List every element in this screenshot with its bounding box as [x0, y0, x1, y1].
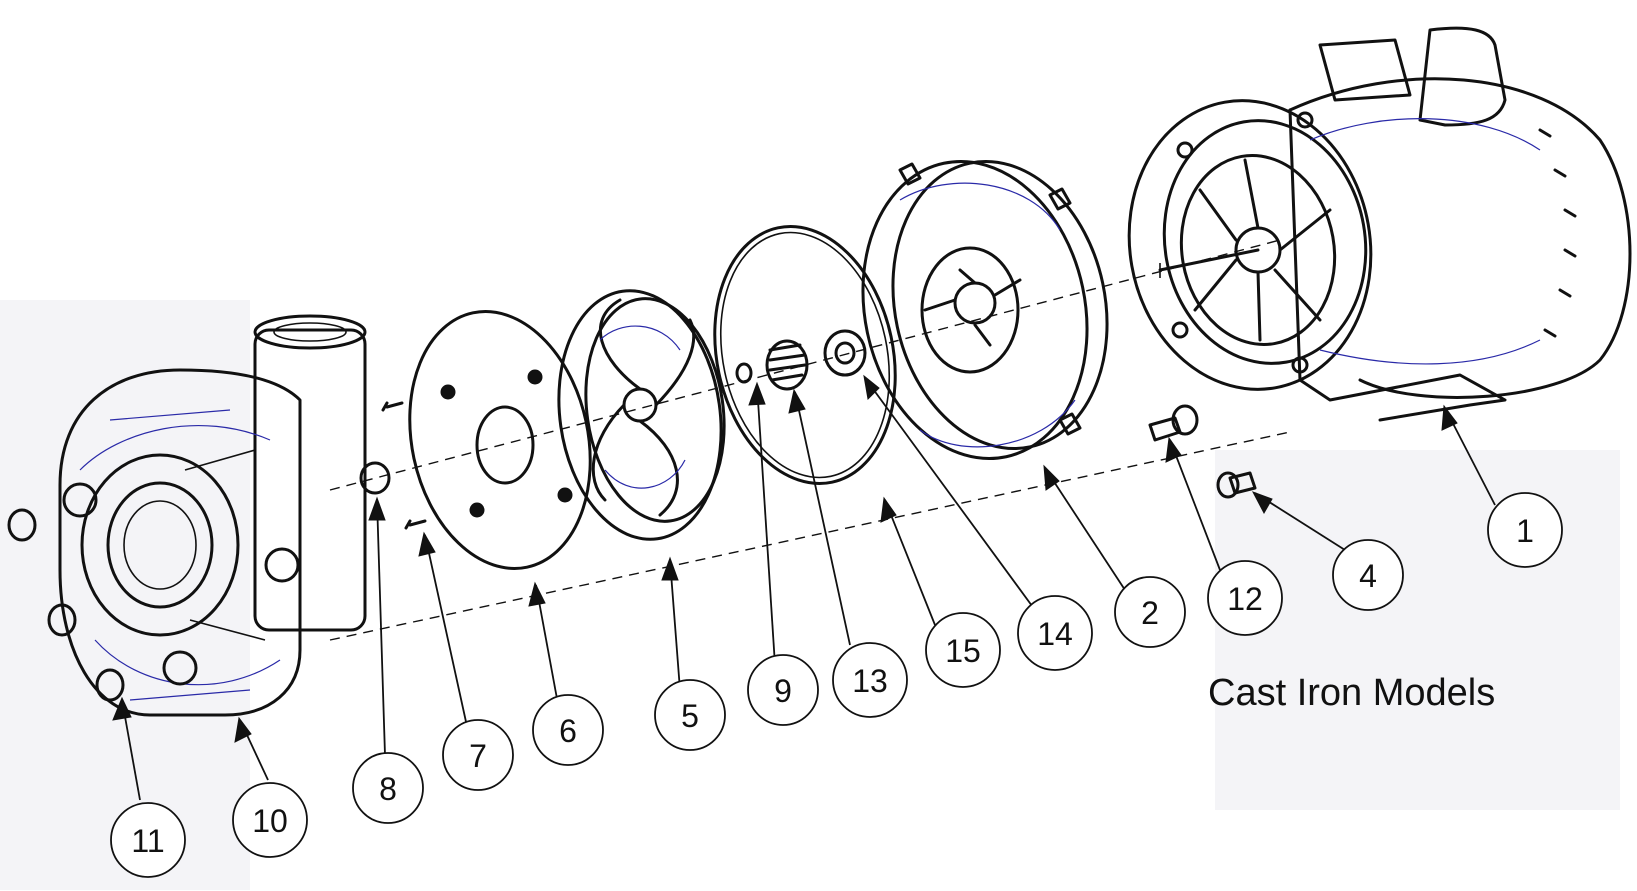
part-balloon-11: 11	[110, 802, 186, 878]
part-balloon-6: 6	[532, 694, 604, 766]
part-number-8: 8	[379, 771, 397, 807]
part-number-13: 13	[852, 663, 888, 699]
motor	[1127, 26, 1632, 422]
part-balloon-13: 13	[832, 642, 908, 718]
upper-axis-line	[329, 239, 1281, 491]
part-balloon-10: 10	[232, 782, 308, 858]
small-washer	[735, 362, 753, 384]
impeller	[557, 289, 726, 541]
part-number-5: 5	[681, 698, 699, 734]
part-balloon-12: 12	[1207, 560, 1283, 636]
leader-arrows	[112, 374, 1496, 801]
part-balloon-9: 9	[747, 654, 819, 726]
part-balloon-4: 4	[1332, 539, 1404, 611]
casing-nuts	[7, 508, 125, 702]
center-axis-line	[329, 431, 1291, 641]
part-balloon-15: 15	[925, 612, 1001, 688]
part-number-2: 2	[1141, 595, 1159, 631]
pump-casing	[58, 314, 367, 717]
part-number-6: 6	[559, 713, 577, 749]
part-number-10: 10	[252, 803, 288, 839]
seal-plate-bracket	[861, 159, 1109, 460]
o-ring	[713, 225, 897, 485]
part-number-1: 1	[1516, 513, 1534, 549]
part-number-14: 14	[1037, 616, 1073, 652]
gasket-plate	[408, 310, 592, 570]
part-balloon-7: 7	[442, 719, 514, 791]
part-number-7: 7	[469, 738, 487, 774]
part-balloon-5: 5	[654, 679, 726, 751]
part-number-4: 4	[1359, 558, 1377, 594]
plug-and-screws	[359, 401, 427, 530]
part-balloon-8: 8	[352, 752, 424, 824]
diagram-caption: Cast Iron Models	[1208, 672, 1496, 714]
shaft-seal	[765, 339, 809, 391]
part-number-9: 9	[774, 673, 792, 709]
part-number-12: 12	[1227, 581, 1263, 617]
part-balloon-2: 2	[1114, 576, 1186, 648]
part-number-15: 15	[945, 633, 981, 669]
left-background-panel	[0, 300, 250, 890]
right-background-panel	[1215, 450, 1620, 810]
seal-seat	[823, 329, 867, 377]
part-number-11: 11	[131, 823, 164, 859]
part-balloon-1: 1	[1487, 492, 1563, 568]
stud-and-bolt	[1148, 404, 1257, 499]
part-balloon-14: 14	[1017, 595, 1093, 671]
